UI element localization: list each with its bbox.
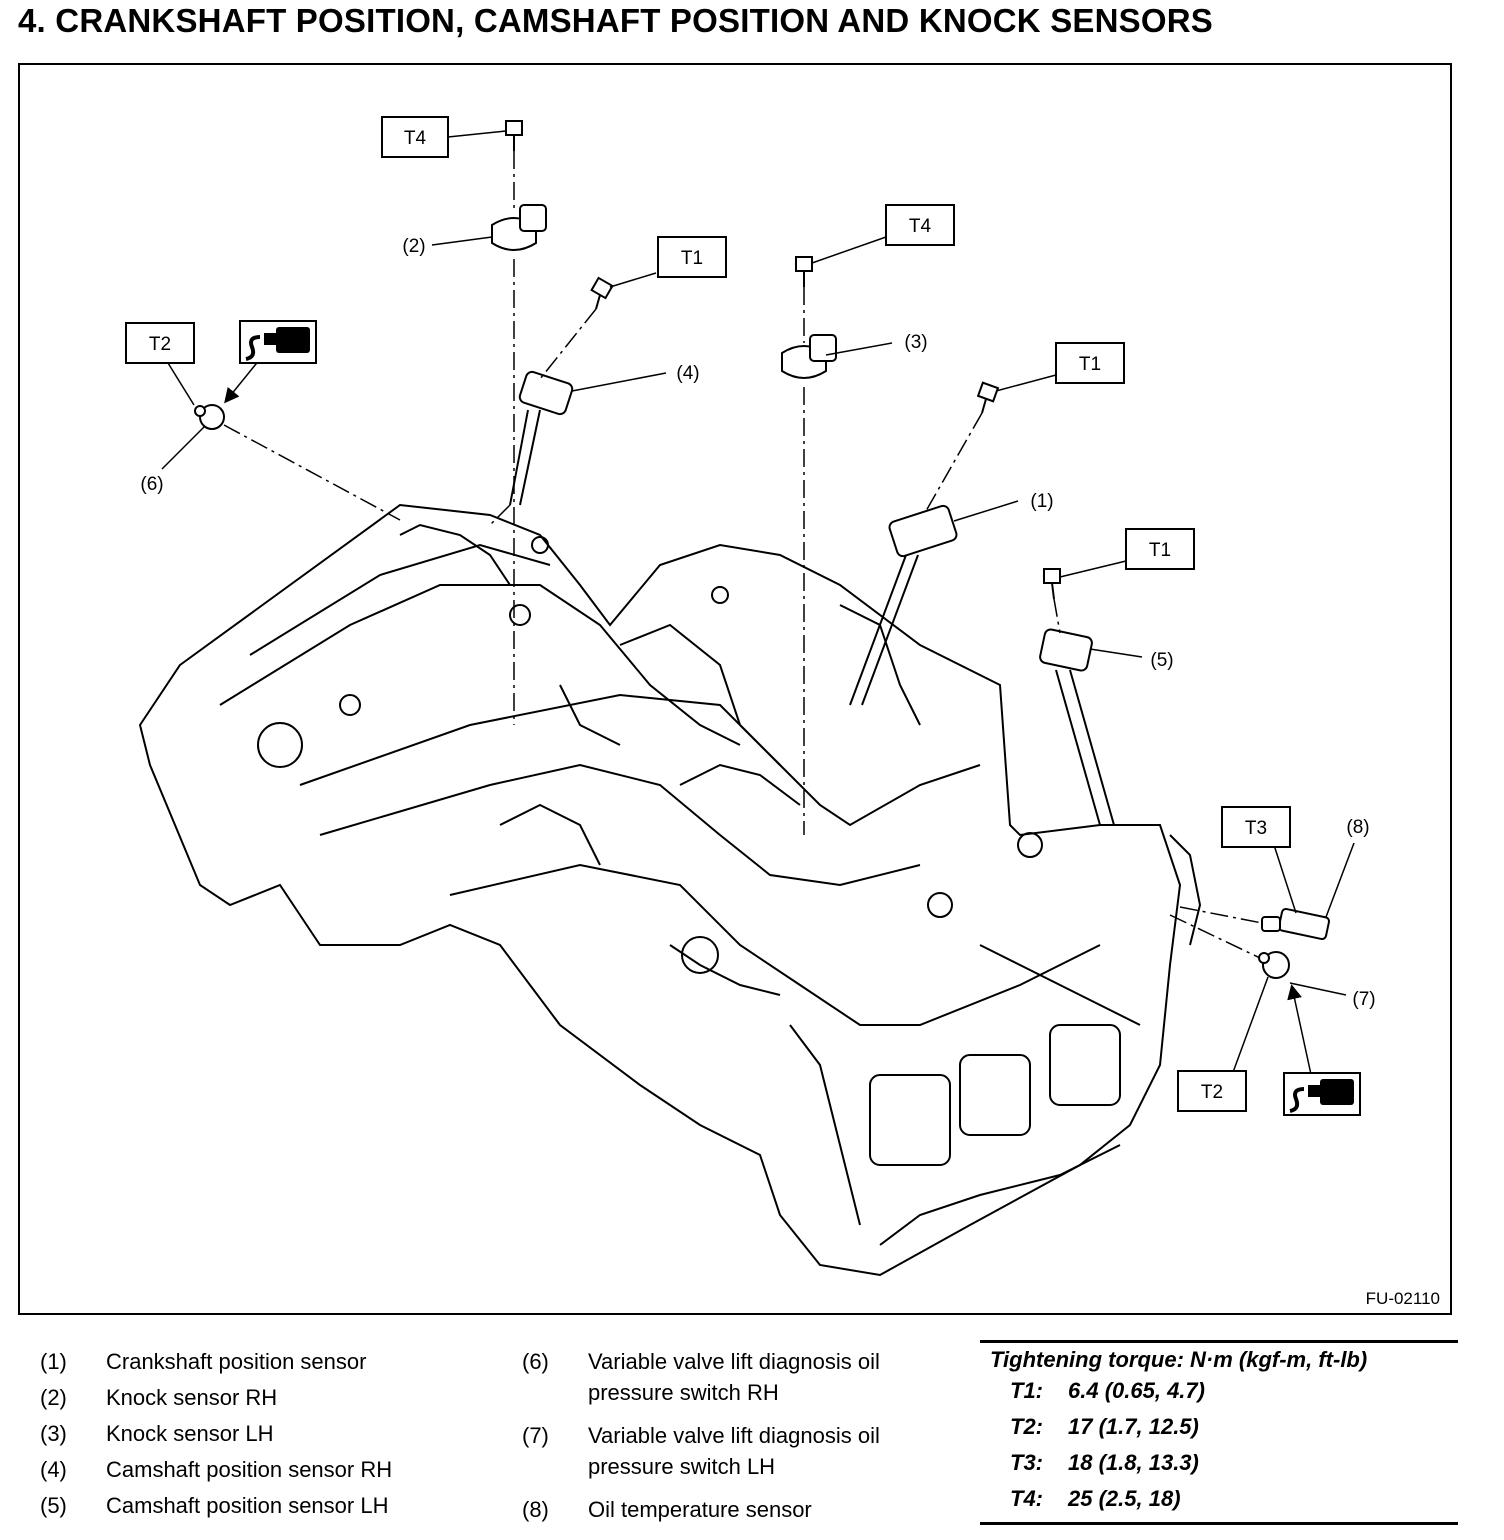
leader-lines	[161, 130, 1355, 1080]
sealant-icon	[1283, 1072, 1361, 1116]
torque-row: T4: 25 (2.5, 18)	[1010, 1481, 1458, 1517]
legend-right: (6) Variable valve lift diagnosis oil pr…	[522, 1344, 962, 1538]
legend-label: Camshaft position sensor RH	[106, 1457, 393, 1482]
callout-4: (4)	[676, 363, 699, 384]
torque-table: Tightening torque: N·m (kgf-m, ft-lb) T1…	[980, 1340, 1458, 1525]
oil-pressure-switch-rh	[194, 404, 225, 430]
legend-item: (6) Variable valve lift diagnosis oil pr…	[522, 1344, 962, 1408]
oil-temperature-sensor	[1261, 907, 1331, 941]
legend-number: (8)	[522, 1497, 549, 1522]
legend-number: (7)	[522, 1423, 549, 1448]
oil-pressure-switch-lh	[1258, 951, 1290, 979]
engine-diagram: T4 T1 T4 T1 T1 T2 T3 T2 (1) (2) (3)	[125, 116, 1376, 1277]
torque-code: T3:	[1010, 1450, 1043, 1475]
legend-number: (6)	[522, 1349, 549, 1374]
engine-block	[138, 503, 1202, 1277]
torque-tag-t4: T4	[404, 128, 427, 149]
torque-tag-t1: T1	[1149, 540, 1171, 561]
legend-label: Crankshaft position sensor	[106, 1349, 367, 1374]
torque-tag-t1: T1	[681, 248, 703, 269]
callout-1: (1)	[1030, 491, 1053, 512]
torque-tag-t1: T1	[1079, 354, 1101, 375]
diagram-frame: T4 T1 T4 T1 T1 T2 T3 T2 (1) (2) (3)	[18, 63, 1452, 1315]
torque-tag-t4: T4	[909, 216, 932, 237]
crankshaft-position-sensor	[849, 504, 958, 706]
legend-number: (4)	[40, 1457, 67, 1482]
callout-5: (5)	[1150, 650, 1173, 671]
torque-value: 6.4 (0.65, 4.7)	[1068, 1378, 1205, 1403]
legend-item: (8) Oil temperature sensor	[522, 1492, 962, 1528]
legend-label: Variable valve lift diagnosis oil pressu…	[588, 1349, 880, 1405]
torque-row: T1: 6.4 (0.65, 4.7)	[1010, 1373, 1458, 1409]
callout-2: (2)	[402, 236, 425, 257]
callout-6: (6)	[140, 474, 163, 495]
camshaft-position-sensor-rh	[509, 370, 574, 506]
legend-item: (4) Camshaft position sensor RH	[40, 1452, 510, 1488]
torque-tag-t2: T2	[149, 334, 171, 355]
legend-number: (1)	[40, 1349, 67, 1374]
torque-tag-t2: T2	[1201, 1082, 1223, 1103]
bolt	[505, 120, 1061, 600]
legend-label: Knock sensor RH	[106, 1385, 278, 1410]
page-title: 4. CRANKSHAFT POSITION, CAMSHAFT POSITIO…	[18, 2, 1213, 39]
legend-item: (1) Crankshaft position sensor	[40, 1344, 510, 1380]
legend-left: (1) Crankshaft position sensor (2) Knock…	[40, 1344, 510, 1524]
callout-8: (8)	[1346, 817, 1369, 838]
torque-code: T4:	[1010, 1486, 1043, 1511]
torque-tag-boxes	[125, 116, 1291, 1112]
centerlines	[223, 151, 1263, 959]
knock-sensor-lh	[781, 334, 837, 379]
legend-number: (5)	[40, 1493, 67, 1518]
legend-label: Knock sensor LH	[106, 1421, 274, 1446]
legend-label: Camshaft position sensor LH	[106, 1493, 389, 1518]
torque-row: T3: 18 (1.8, 13.3)	[1010, 1445, 1458, 1481]
legend-item: (7) Variable valve lift diagnosis oil pr…	[522, 1418, 962, 1482]
legend-item: (2) Knock sensor RH	[40, 1380, 510, 1416]
legend-number: (3)	[40, 1421, 67, 1446]
sealant-icon	[239, 320, 317, 364]
torque-value: 17 (1.7, 12.5)	[1068, 1414, 1199, 1439]
figure-code: FU-02110	[1365, 1289, 1440, 1308]
legend-label: Oil temperature sensor	[588, 1497, 812, 1522]
legend-item: (3) Knock sensor LH	[40, 1416, 510, 1452]
torque-value: 25 (2.5, 18)	[1068, 1486, 1181, 1511]
callout-3: (3)	[904, 332, 927, 353]
callout-7: (7)	[1352, 989, 1375, 1010]
torque-table-heading: Tightening torque: N·m (kgf-m, ft-lb)	[990, 1347, 1368, 1372]
legend-label: Variable valve lift diagnosis oil pressu…	[588, 1423, 880, 1479]
torque-row: T2: 17 (1.7, 12.5)	[1010, 1409, 1458, 1445]
knock-sensor-rh	[491, 204, 547, 251]
torque-tag-t3: T3	[1245, 818, 1267, 839]
camshaft-position-sensor-lh	[1039, 628, 1115, 826]
legend-item: (5) Camshaft position sensor LH	[40, 1488, 510, 1524]
torque-code: T2:	[1010, 1414, 1043, 1439]
legend-number: (2)	[40, 1385, 67, 1410]
torque-value: 18 (1.8, 13.3)	[1068, 1450, 1199, 1475]
torque-code: T1:	[1010, 1378, 1043, 1403]
